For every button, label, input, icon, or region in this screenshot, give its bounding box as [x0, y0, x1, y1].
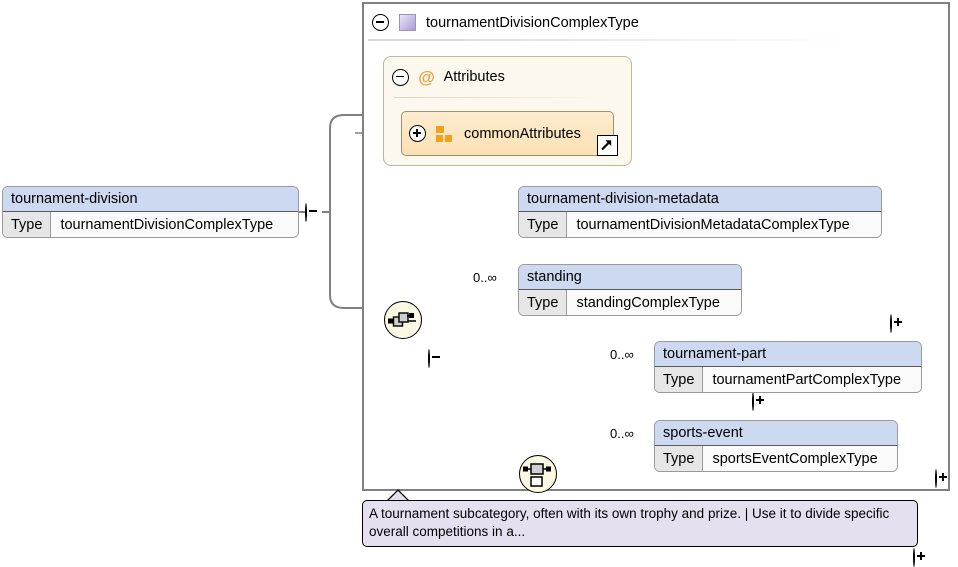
type-key: Type: [655, 367, 704, 392]
element-box-sports-event[interactable]: sports-event Type sportsEventComplexType: [654, 420, 898, 472]
documentation-tooltip: A tournament subcategory, often with its…: [362, 500, 918, 547]
collapse-minus-icon[interactable]: [392, 68, 409, 86]
attributes-divider: [394, 97, 616, 98]
element-name: tournament-part: [655, 342, 921, 367]
element-name: sports-event: [655, 421, 897, 446]
type-key: Type: [655, 446, 704, 471]
expand-plus-icon-standing[interactable]: [752, 392, 754, 411]
choice-icon[interactable]: [519, 455, 557, 493]
attribute-group-commonattributes[interactable]: commonAttributes: [401, 111, 614, 156]
type-key: Type: [519, 212, 568, 237]
element-name: tournament-division-metadata: [519, 187, 881, 212]
collapse-minus-icon-sequence[interactable]: [428, 349, 430, 368]
element-box-tournament-part[interactable]: tournament-part Type tournamentPartCompl…: [654, 341, 922, 393]
expand-plus-icon-metadata[interactable]: [890, 314, 892, 333]
element-name: tournament-division: [3, 187, 298, 212]
header-divider: [368, 39, 946, 41]
element-type-row: Type tournamentDivisionMetadataComplexTy…: [519, 212, 881, 237]
attributes-label: Attributes: [443, 69, 505, 85]
collapse-minus-icon-root[interactable]: [305, 203, 307, 222]
complex-type-header: tournamentDivisionComplexType: [366, 6, 946, 39]
sequence-icon[interactable]: [384, 301, 422, 339]
type-value: tournamentPartComplexType: [712, 371, 902, 388]
at-sign-icon: @: [418, 67, 435, 87]
expand-plus-icon[interactable]: [409, 125, 426, 142]
type-key: Type: [519, 290, 568, 315]
element-box-tournament-division[interactable]: tournament-division Type tournamentDivis…: [2, 186, 299, 238]
attributes-panel-header: @ Attributes: [392, 64, 624, 90]
element-name: standing: [519, 265, 741, 290]
external-reference-arrow-icon[interactable]: [597, 135, 618, 156]
cardinality-sports-event: 0..∞: [610, 426, 634, 441]
element-type-row: Type tournamentPartComplexType: [655, 367, 921, 392]
element-type-row: Type sportsEventComplexType: [655, 446, 897, 471]
expand-plus-icon-tournament-part[interactable]: [935, 469, 937, 488]
complex-type-title: tournamentDivisionComplexType: [426, 14, 639, 31]
cardinality-tournament-part: 0..∞: [610, 347, 634, 362]
type-value: tournamentDivisionMetadataComplexType: [576, 216, 850, 233]
attribute-group-label: commonAttributes: [464, 125, 581, 142]
complex-type-icon: [399, 14, 416, 31]
element-type-row: Type tournamentDivisionComplexType: [3, 212, 298, 237]
expand-plus-icon-sports-event[interactable]: [913, 548, 915, 567]
type-value: standingComplexType: [576, 294, 720, 311]
attribute-group-icon: [436, 125, 454, 142]
cardinality-standing: 0..∞: [473, 270, 497, 285]
element-box-standing[interactable]: standing Type standingComplexType: [518, 264, 742, 316]
type-value: sportsEventComplexType: [712, 450, 878, 467]
element-box-tournament-division-metadata[interactable]: tournament-division-metadata Type tourna…: [518, 186, 882, 238]
type-value: tournamentDivisionComplexType: [60, 216, 274, 233]
collapse-minus-icon[interactable]: [372, 14, 389, 31]
element-type-row: Type standingComplexType: [519, 290, 741, 315]
type-key: Type: [3, 212, 52, 237]
